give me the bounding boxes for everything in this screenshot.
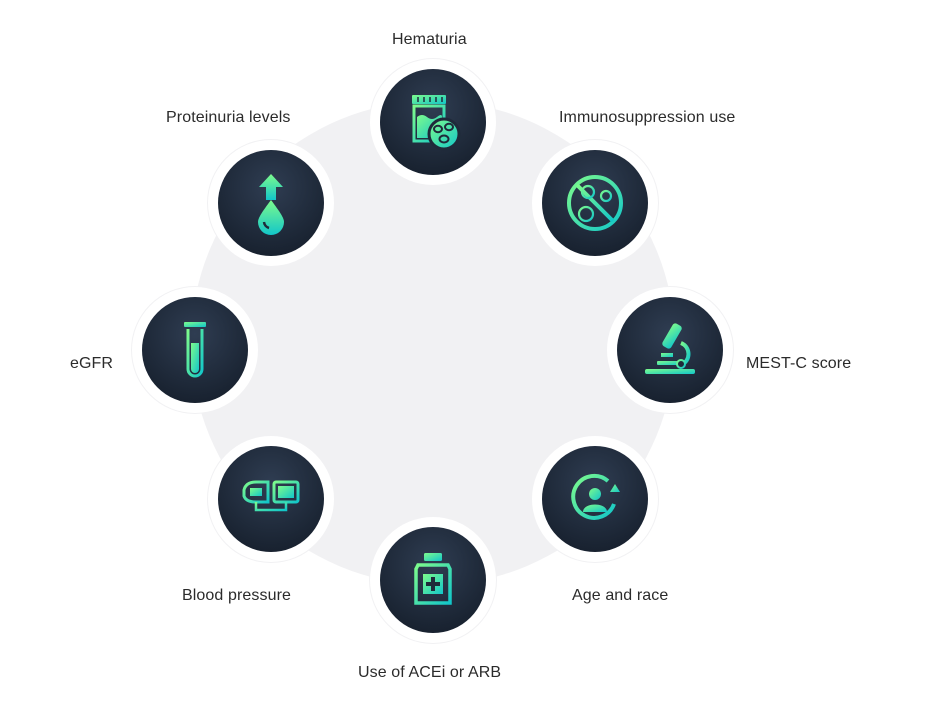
- urine-sample-icon: [412, 95, 461, 151]
- label-immunosuppression: Immunosuppression use: [559, 109, 736, 126]
- microscope-icon: [645, 323, 695, 374]
- node-egfr: [142, 297, 248, 403]
- test-tube-icon: [184, 322, 206, 378]
- drop-arrow-up-icon: [258, 174, 284, 235]
- blood-pressure-cuff-icon: [242, 480, 300, 512]
- node-mest-c: [617, 297, 723, 403]
- node-proteinuria: [218, 150, 324, 256]
- no-virus-icon: [567, 175, 623, 231]
- node-acei-arb: [380, 527, 486, 633]
- node-hematuria: [380, 69, 486, 175]
- label-acei-arb: Use of ACEi or ARB: [358, 664, 502, 681]
- label-mest-c: MEST-C score: [746, 355, 852, 372]
- label-age-race: Age and race: [572, 587, 669, 604]
- label-egfr: eGFR: [70, 355, 114, 372]
- node-age-race: [542, 446, 648, 552]
- label-hematuria: Hematuria: [392, 31, 467, 48]
- medicine-bottle-icon: [414, 553, 452, 605]
- label-blood-pressure: Blood pressure: [182, 587, 292, 604]
- person-cycle-icon: [571, 473, 620, 520]
- node-immunosuppression: [542, 150, 648, 256]
- node-blood-pressure: [218, 446, 324, 552]
- label-proteinuria: Proteinuria levels: [166, 109, 291, 126]
